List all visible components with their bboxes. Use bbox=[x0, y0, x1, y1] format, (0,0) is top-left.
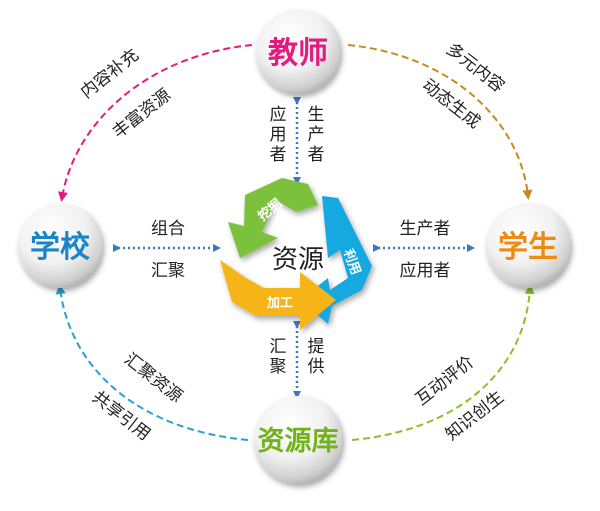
label-library-center-right: 提供 bbox=[308, 337, 325, 377]
edge-library-student bbox=[351, 284, 535, 441]
node-label-teacher: 教师 bbox=[268, 36, 328, 71]
edge-label-teacher-school-2: 丰富资源 bbox=[109, 85, 175, 143]
cycle-arrow-mine bbox=[228, 178, 318, 258]
edge-label-school-library-1: 汇聚资源 bbox=[120, 349, 186, 407]
label-student-center-bottom: 应用者 bbox=[400, 261, 451, 281]
edge-label-teacher-student-2: 动态生成 bbox=[418, 75, 484, 133]
label-teacher-center-left: 应用者 bbox=[270, 105, 287, 165]
edge-library-school bbox=[55, 284, 249, 441]
center-label: 资源 bbox=[272, 245, 324, 275]
label-school-center-top: 组合 bbox=[151, 219, 185, 239]
cycle-label-process: 加工 bbox=[266, 296, 293, 311]
edge-teacher-school bbox=[58, 44, 253, 202]
node-label-library: 资源库 bbox=[258, 426, 339, 457]
node-school[interactable] bbox=[18, 204, 102, 288]
label-school-center-bottom: 汇聚 bbox=[151, 261, 185, 281]
edge-label-teacher-school-1: 内容补充 bbox=[77, 45, 143, 103]
label-library-center-left: 汇聚 bbox=[270, 337, 287, 377]
node-student[interactable] bbox=[486, 204, 570, 288]
label-teacher-center-right: 生产者 bbox=[308, 105, 325, 165]
cycle-arrow-process bbox=[220, 260, 336, 330]
edge-label-teacher-student-1: 多元内容 bbox=[442, 39, 508, 97]
center-cycle bbox=[220, 178, 372, 330]
node-teacher[interactable] bbox=[256, 10, 340, 94]
edge-teacher-student bbox=[347, 44, 533, 200]
label-student-center-top: 生产者 bbox=[400, 219, 451, 239]
node-library[interactable] bbox=[254, 396, 342, 484]
node-label-student: 学生 bbox=[498, 230, 558, 265]
node-label-school: 学校 bbox=[30, 230, 90, 265]
edge-label-school-library-2: 共享引用 bbox=[88, 387, 154, 445]
